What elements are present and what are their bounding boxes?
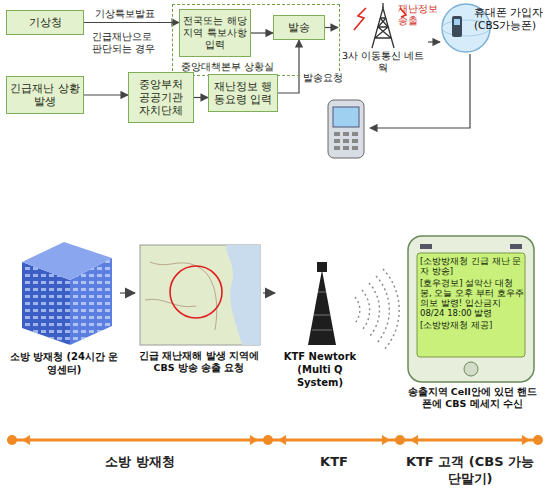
- node-text: 발송: [277, 21, 321, 34]
- process-box: 기상청: [6, 10, 84, 35]
- screen-text: [소방방재청 긴급 재난 문자 방송]: [420, 256, 524, 276]
- network-tower: [308, 262, 336, 345]
- node-text: 긴급재난 상황발생: [10, 82, 80, 108]
- timeline: [7, 435, 543, 445]
- flow-arrow: [120, 292, 135, 294]
- timeline-label: KTF: [294, 453, 374, 470]
- radio-waves: [355, 269, 399, 351]
- node-text: 긴급 재난재해 발생 지역에 CBS 방송 송출 요청: [135, 350, 263, 374]
- icon-space: [8, 238, 120, 350]
- agency-node: 소방 방재청 (24시간 운영센터): [8, 238, 120, 376]
- flow-arrow: [428, 41, 440, 42]
- icon-space: [275, 238, 365, 350]
- process-box: 긴급재난 상황발생: [6, 76, 84, 114]
- subscriber-node: 휴대폰 가입자 (CBS가능폰): [440, 0, 546, 54]
- network-node: KTF Newtork (Multi Q System): [275, 238, 365, 389]
- group-heading: 중앙대책본부 상황실: [181, 61, 274, 73]
- flow-arrow: [84, 94, 128, 95]
- process-box: 재난정보 행동요령 입력: [208, 74, 278, 112]
- flow-arrow: [263, 292, 275, 294]
- timeline-label: 소방 방재청: [60, 453, 220, 470]
- node-text: KTF Newtork (Multi Q System): [275, 350, 365, 389]
- tower-icon: [372, 3, 394, 48]
- node-text: 소방 방재청 (24시간 운영센터): [8, 350, 120, 376]
- icon-space: [135, 238, 263, 350]
- phone-screen: [소방방재청 긴급 재난 문자 방송][호우경보] 설악산 대청봉, 오늘 오후…: [420, 256, 524, 332]
- screen-text: [소방방재청 제공]: [420, 320, 524, 330]
- flow-arrow: [194, 97, 208, 98]
- process-box: 중앙부처 공공기관 자치단체: [128, 72, 194, 123]
- process-box: 발송: [273, 15, 325, 40]
- process-box: 전국또는 해당지역 특보사항 입력: [179, 9, 251, 57]
- node-text: 휴대폰 가입자 (CBS가능폰): [474, 6, 546, 32]
- phone-icon: [408, 236, 534, 382]
- flow-arrow: [325, 27, 338, 28]
- building-icon: [22, 242, 112, 345]
- group-box: 중앙대책본부 상황실 전국또는 해당지역 특보사항 입력 발송: [172, 4, 340, 76]
- node-text: 송출지역 Cell안에 있던 핸드폰에 CBS 메세지 수신: [405, 386, 540, 410]
- handset-icon: [328, 100, 364, 158]
- screen-text: [호우경보] 설악산 대청봉, 오늘 오후 부터 호우주의보 발령! 입산금지 …: [420, 278, 524, 318]
- node-text: 중앙부처 공공기관 자치단체: [132, 78, 190, 117]
- note-label: 긴급재난으로 판단되는 경우: [92, 31, 164, 55]
- timeline-label: KTF 고객 (CBS 가능 단말기): [405, 453, 535, 487]
- note-label: 재난정보 송출: [398, 3, 442, 27]
- edge-label: 기상특보발표: [94, 8, 156, 20]
- flow-arrow: [278, 40, 299, 93]
- node-text: 3사 이동통신 네트웍: [338, 50, 428, 74]
- phone-node: [소방방재청 긴급 재난 문자 방송][호우경보] 설악산 대청봉, 오늘 오후…: [405, 236, 540, 410]
- map-node: 긴급 재난재해 발생 지역에 CBS 방송 송출 요청: [135, 238, 263, 374]
- edge-label: 발송요청: [302, 72, 344, 84]
- flow-arrow: [251, 32, 273, 33]
- map-image: [140, 245, 260, 345]
- flow-arrow: [84, 22, 179, 23]
- node-text: 전국또는 해당지역 특보사항 입력: [183, 15, 247, 51]
- node-text: 기상청: [10, 16, 80, 29]
- node-text: 재난정보 행동요령 입력: [212, 80, 274, 106]
